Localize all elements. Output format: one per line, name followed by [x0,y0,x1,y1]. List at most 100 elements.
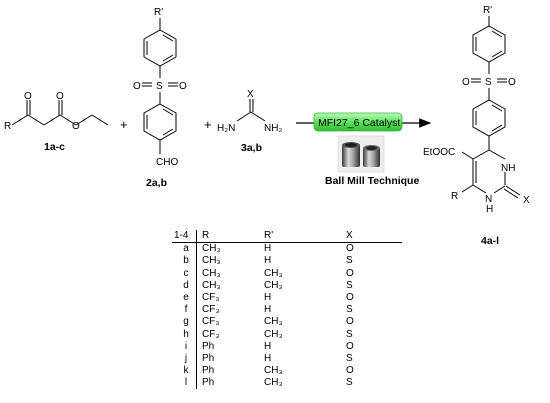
plus-sign-2: + [204,117,212,132]
table-cell-x: S [346,255,353,267]
table-row: d CH₃ CH₃ S [172,280,402,292]
product-r: R [451,191,458,202]
table-row: h CF₃ CH₃ S [172,329,402,341]
sulfone-r-prime: R' [154,7,163,18]
table-cell-x: S [346,377,353,389]
table-row: l Ph CH₃ S [172,377,402,389]
ketoester-structure [11,100,109,126]
table-divider-line [196,230,197,389]
table-cell-compound: a [183,243,189,255]
product-h-bottom: H [486,204,493,215]
table-cell-r: Ph [202,340,215,352]
table-cell-x: O [346,340,354,352]
table-cell-r-prime: H [264,243,272,255]
table-cell-r-prime: H [264,340,272,352]
table-cell-x: O [346,291,354,303]
ketoester-oxygen-3: O [72,121,80,132]
urea-x: X [247,89,254,100]
table-cell-r: Ph [202,365,215,377]
product-structure [461,16,521,199]
table-cell-r: CF₃ [202,291,220,303]
ball-mill-jar-image [337,135,385,173]
product-n-bottom: N [485,194,492,205]
table-cell-compound: g [183,316,189,328]
ketoester-r: R [4,121,11,132]
table-cell-r: CH₃ [202,243,221,255]
table-row: f CF₃ H S [172,304,402,316]
table-header-r: R [202,230,210,241]
table-cell-x: S [346,328,353,340]
table-cell-r: CF₃ [202,316,220,328]
product-x: X [523,195,530,206]
table-cell-x: O [346,267,354,279]
table-cell-compound: j [184,352,188,364]
product-oxygen-right: O [508,77,516,88]
product-nh-top: NH [501,163,515,174]
urea-label: 3a,b [241,142,262,154]
table-cell-compound: b [183,255,189,267]
table-row: i Ph H O [172,341,402,353]
table-cell-r: CH₃ [202,255,221,267]
table-row: a CH₃ H O [172,243,402,255]
urea-amine-right: NH₂ [264,123,282,134]
product-label: 4a-l [481,235,499,247]
table-cell-r: Ph [202,352,215,364]
table-cell-r-prime: CH₃ [264,316,283,328]
technique-label: Ball Mill Technique [325,175,419,187]
table-cell-compound: f [184,304,188,316]
table-cell-r: CF₃ [202,328,220,340]
urea-amine-left: H₂N [217,123,235,134]
table-header-row: 1-4 R R' X [172,230,402,244]
product-ester: EtOOC [423,147,455,158]
product-oxygen-left: O [462,77,470,88]
table-cell-x: S [346,279,353,291]
urea-structure [236,99,266,122]
table-row: e CF₃ H O [172,292,402,304]
table-cell-x: S [346,304,353,316]
table-cell-r-prime: CH₃ [264,328,283,340]
product-sulfur: S [485,77,492,88]
ketoester-oxygen-2: O [56,91,64,102]
table-header-x: X [346,230,353,241]
table-cell-r: CH₃ [202,267,221,279]
table-cell-compound: l [184,377,188,389]
table-cell-compound: h [183,328,189,340]
catalyst-box [313,112,403,132]
table-cell-r-prime: H [264,304,272,316]
table-cell-r: Ph [202,377,215,389]
table-cell-compound: e [183,291,189,303]
table-row: g CF₃ CH₃ O [172,316,402,328]
table-cell-compound: d [183,279,189,291]
sulfone-label: 2a,b [146,177,167,189]
table-cell-x: O [346,243,354,255]
sulfone-structure [142,18,178,154]
table-cell-r-prime: CH₃ [264,279,283,291]
table-cell-r-prime: H [264,291,272,303]
table-cell-x: S [346,352,353,364]
table-cell-x: O [346,365,354,377]
table-header-compound: 1-4 [174,230,189,241]
table-header-r-prime: R' [264,230,274,241]
catalyst-label: MFI27_6 Catalyst [318,117,400,129]
sulfone-sulfur: S [156,81,163,92]
ketoester-label: 1a-c [44,141,65,153]
table-cell-r: CH₃ [202,279,221,291]
table-cell-compound: i [184,340,188,352]
sulfone-aldehyde: CHO [156,157,178,168]
table-cell-r-prime: CH₃ [264,365,283,377]
table-cell-r: CF₃ [202,304,220,316]
ketoester-oxygen-1: O [24,91,32,102]
table-cell-compound: c [183,267,189,279]
table-cell-r-prime: CH₃ [264,377,283,389]
product-r-prime: R' [483,5,492,16]
table-cell-x: O [346,316,354,328]
table-row: b CH₃ H S [172,255,402,267]
sulfone-oxygen-right: O [179,81,187,92]
table-cell-r-prime: H [264,255,272,267]
